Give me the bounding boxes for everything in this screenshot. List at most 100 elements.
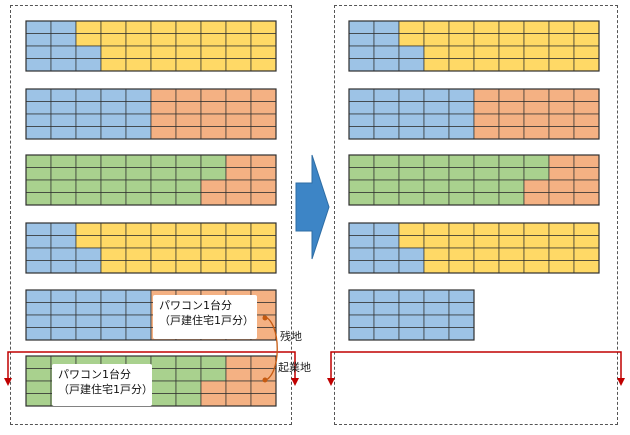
solar-panel-cell — [573, 179, 600, 193]
solar-panel-cell — [225, 113, 252, 127]
solar-panel-cell — [200, 45, 227, 59]
solar-panel-cell — [25, 20, 52, 34]
solar-panel-cell — [573, 101, 600, 115]
solar-panel-cell — [50, 235, 77, 249]
solar-panel-cell — [423, 88, 450, 102]
right-panel-array-2 — [348, 88, 600, 140]
solar-panel-cell — [348, 247, 375, 261]
solar-panel-cell — [523, 113, 550, 127]
left-panel-array-2 — [25, 88, 277, 140]
solar-panel-cell — [250, 260, 277, 274]
solar-panel-cell — [125, 88, 152, 102]
solar-panel-cell — [448, 45, 475, 59]
developed-land-label: 起業地 — [278, 361, 311, 374]
solar-panel-cell — [548, 101, 575, 115]
solar-panel-cell — [523, 33, 550, 47]
solar-panel-cell — [398, 126, 425, 140]
solar-panel-cell — [348, 88, 375, 102]
solar-panel-cell — [348, 235, 375, 249]
solar-panel-cell — [523, 126, 550, 140]
solar-panel-cell — [50, 33, 77, 47]
solar-panel-cell — [373, 247, 400, 261]
solar-panel-cell — [175, 167, 202, 181]
solar-panel-cell — [50, 289, 77, 303]
solar-panel-cell — [50, 45, 77, 59]
solar-panel-cell — [250, 167, 277, 181]
solar-panel-cell — [100, 101, 127, 115]
solar-panel-cell — [448, 260, 475, 274]
solar-panel-cell — [448, 113, 475, 127]
solar-panel-cell — [75, 20, 102, 34]
solar-panel-cell — [175, 368, 202, 382]
solar-panel-cell — [398, 101, 425, 115]
solar-panel-cell — [573, 126, 600, 140]
solar-panel-cell — [125, 314, 152, 328]
solar-panel-cell — [473, 192, 500, 206]
solar-panel-cell — [573, 45, 600, 59]
solar-panel-cell — [373, 289, 400, 303]
solar-panel-cell — [498, 192, 525, 206]
solar-panel-cell — [448, 33, 475, 47]
solar-panel-cell — [200, 179, 227, 193]
solar-panel-cell — [225, 126, 252, 140]
solar-panel-cell — [125, 222, 152, 236]
solar-panel-cell — [225, 88, 252, 102]
solar-panel-cell — [125, 45, 152, 59]
solar-panel-cell — [50, 20, 77, 34]
solar-panel-cell — [175, 235, 202, 249]
solar-panel-cell — [175, 393, 202, 407]
solar-panel-cell — [373, 179, 400, 193]
solar-panel-cell — [548, 154, 575, 168]
solar-panel-cell — [250, 33, 277, 47]
solar-panel-cell — [225, 45, 252, 59]
solar-panel-cell — [200, 247, 227, 261]
solar-panel-cell — [175, 58, 202, 72]
solar-panel-cell — [75, 33, 102, 47]
solar-panel-cell — [150, 179, 177, 193]
solar-panel-cell — [573, 247, 600, 261]
solar-panel-cell — [225, 167, 252, 181]
solar-panel-cell — [348, 314, 375, 328]
solar-panel-cell — [50, 179, 77, 193]
solar-panel-cell — [473, 58, 500, 72]
solar-panel-cell — [523, 167, 550, 181]
solar-panel-cell — [25, 222, 52, 236]
solar-panel-cell — [225, 192, 252, 206]
connector-bracket — [262, 315, 278, 382]
solar-panel-cell — [175, 101, 202, 115]
solar-panel-cell — [498, 101, 525, 115]
solar-panel-cell — [398, 247, 425, 261]
solar-panel-cell — [373, 45, 400, 59]
solar-panel-cell — [150, 154, 177, 168]
solar-panel-cell — [225, 247, 252, 261]
solar-panel-cell — [423, 33, 450, 47]
solar-panel-cell — [448, 302, 475, 316]
solar-panel-cell — [523, 58, 550, 72]
solar-panel-cell — [125, 126, 152, 140]
solar-panel-cell — [200, 380, 227, 394]
solar-panel-cell — [548, 247, 575, 261]
solar-panel-cell — [200, 126, 227, 140]
solar-panel-cell — [573, 192, 600, 206]
right-panel-array-5 — [348, 289, 475, 341]
solar-panel-cell — [75, 222, 102, 236]
solar-panel-cell — [100, 289, 127, 303]
left-panel-frame — [10, 5, 292, 425]
solar-panel-cell — [423, 247, 450, 261]
shape-right-arrow — [295, 154, 330, 260]
solar-panel-cell — [175, 355, 202, 369]
solar-panel-cell — [398, 222, 425, 236]
down-arrow-icon — [617, 378, 625, 386]
solar-panel-cell — [498, 167, 525, 181]
solar-panel-cell — [250, 222, 277, 236]
solar-panel-cell — [25, 368, 52, 382]
solar-panel-cell — [423, 327, 450, 341]
solar-panel-cell — [125, 192, 152, 206]
solar-panel-cell — [150, 247, 177, 261]
solar-panel-cell — [498, 235, 525, 249]
solar-panel-cell — [150, 235, 177, 249]
solar-panel-cell — [523, 222, 550, 236]
solar-panel-cell — [25, 393, 52, 407]
solar-panel-cell — [523, 101, 550, 115]
connector-dot — [262, 377, 268, 383]
